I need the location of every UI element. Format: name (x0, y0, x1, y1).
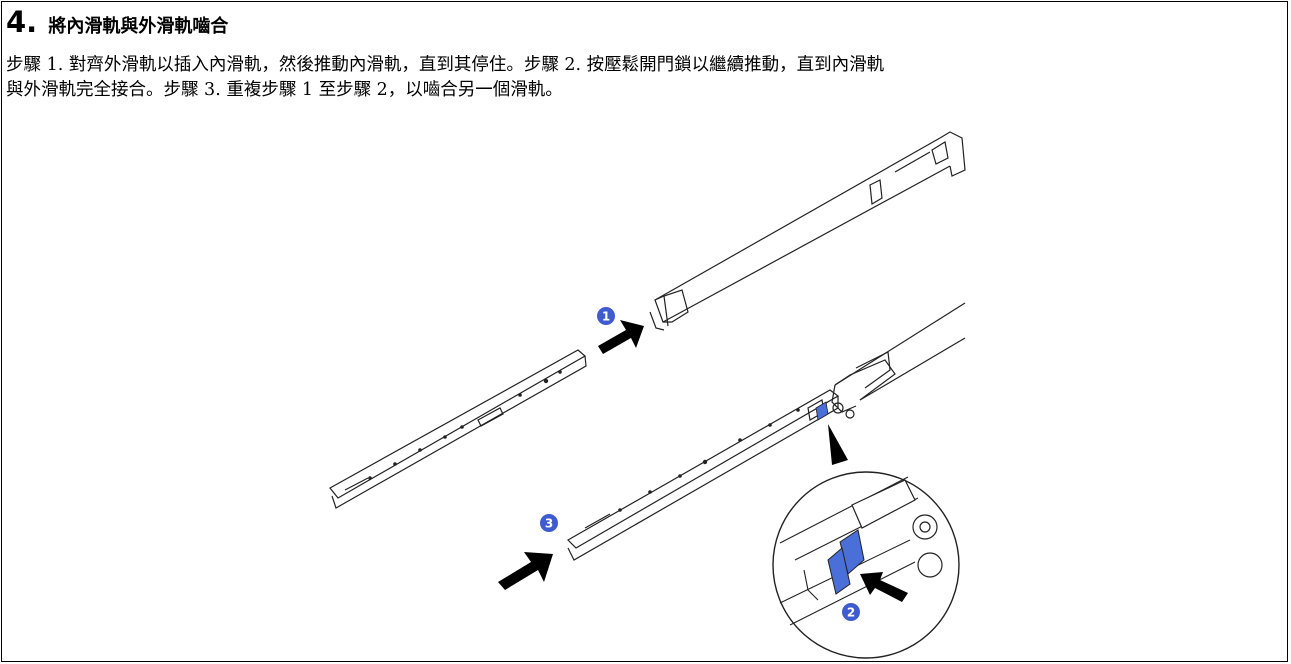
push-arrow-1 (598, 320, 644, 354)
step-title: 將內滑軌與外滑軌嚙合 (48, 16, 229, 37)
detail-magnifier (772, 471, 960, 659)
latch-highlight (815, 401, 829, 421)
callout-3: 3 (540, 514, 558, 532)
upper-outer-rail (649, 131, 966, 331)
callout-2-label: 2 (847, 606, 855, 620)
push-arrow-3 (498, 552, 553, 590)
lower-outer-rail (831, 302, 966, 419)
callout-3-label: 3 (545, 517, 553, 531)
step-number: 4. (6, 5, 38, 39)
step-description: 步驟 1. 對齊外滑軌以插入內滑軌，然後推動內滑軌，直到其停住。步驟 2. 按壓… (6, 53, 1276, 103)
callout-1-label: 1 (602, 310, 610, 324)
step-heading: 4. 將內滑軌與外滑軌嚙合 (6, 2, 228, 40)
callout-1: 1 (597, 307, 615, 325)
detail-connector (828, 424, 848, 465)
lower-rail-holes (618, 408, 800, 512)
description-line-2: 與外滑軌完全接合。步驟 3. 重複步驟 1 至步驟 2，以嚙合另一個滑軌。 (6, 80, 563, 100)
left-inner-rail (329, 349, 587, 509)
description-line-1: 步驟 1. 對齊外滑軌以插入內滑軌，然後推動內滑軌，直到其停住。步驟 2. 按壓… (6, 55, 885, 75)
callout-2: 2 (842, 603, 860, 621)
left-rail-holes (368, 370, 562, 480)
